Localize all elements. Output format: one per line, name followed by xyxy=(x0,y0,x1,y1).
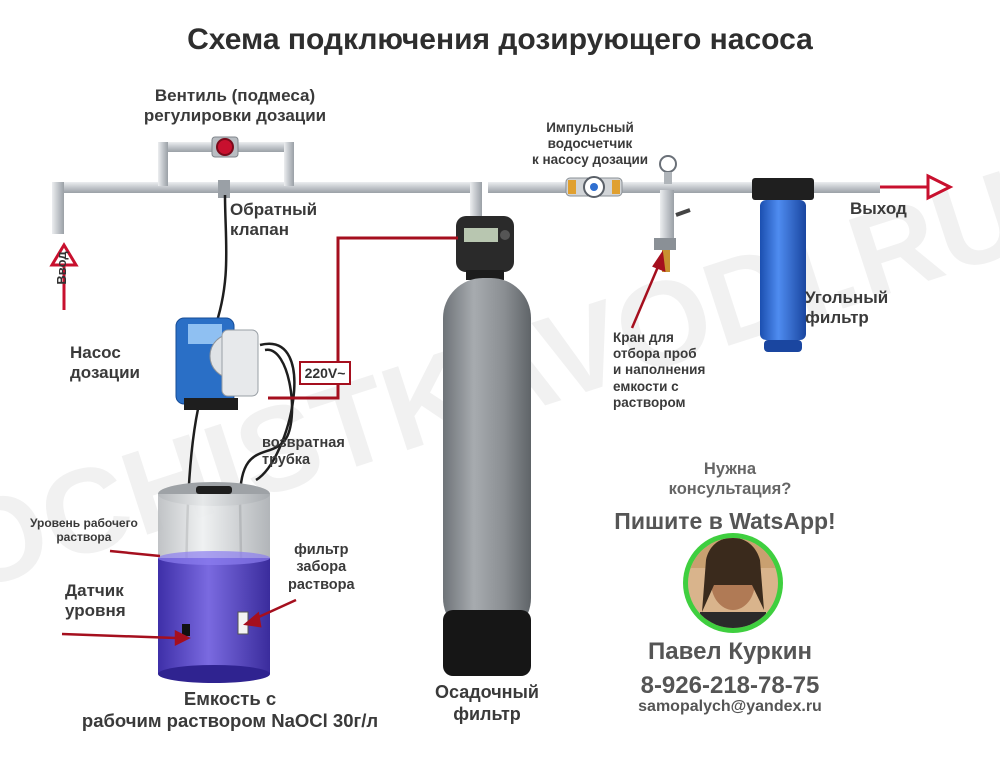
outlet-arrow-icon xyxy=(880,173,954,201)
control-valve-icon xyxy=(456,216,514,280)
inlet-arrow-icon xyxy=(49,242,79,310)
carbon-filter-icon xyxy=(752,178,814,352)
label-outlet: Выход xyxy=(850,199,907,218)
dosing-pump-icon xyxy=(175,317,259,410)
voltage-box xyxy=(299,361,351,385)
page-title: Схема подключения дозирующего насоса xyxy=(187,23,813,56)
label-bypass-valve: Вентиль (подмеса)регулировки дозации xyxy=(143,86,327,126)
contact-email: samopalych@yandex.ru xyxy=(638,698,822,715)
sample-tap-icon xyxy=(654,155,691,272)
pulse-meter-icon xyxy=(565,176,623,198)
whatsapp-call-to-action: Пишите в WatsApp! xyxy=(614,508,836,534)
pointer-arrows xyxy=(61,250,666,647)
solution-tank-icon xyxy=(158,482,270,683)
bypass-valve-icon xyxy=(211,136,239,158)
label-voltage: 220V~ xyxy=(304,365,346,381)
contact-name: Павел Куркин xyxy=(648,638,812,665)
sediment-filter-icon xyxy=(443,278,531,676)
power-wire xyxy=(268,236,458,400)
contact-phone: 8-926-218-78-75 xyxy=(640,672,820,699)
consultant-avatar xyxy=(683,533,783,633)
label-inlet: Ввод xyxy=(54,251,69,285)
